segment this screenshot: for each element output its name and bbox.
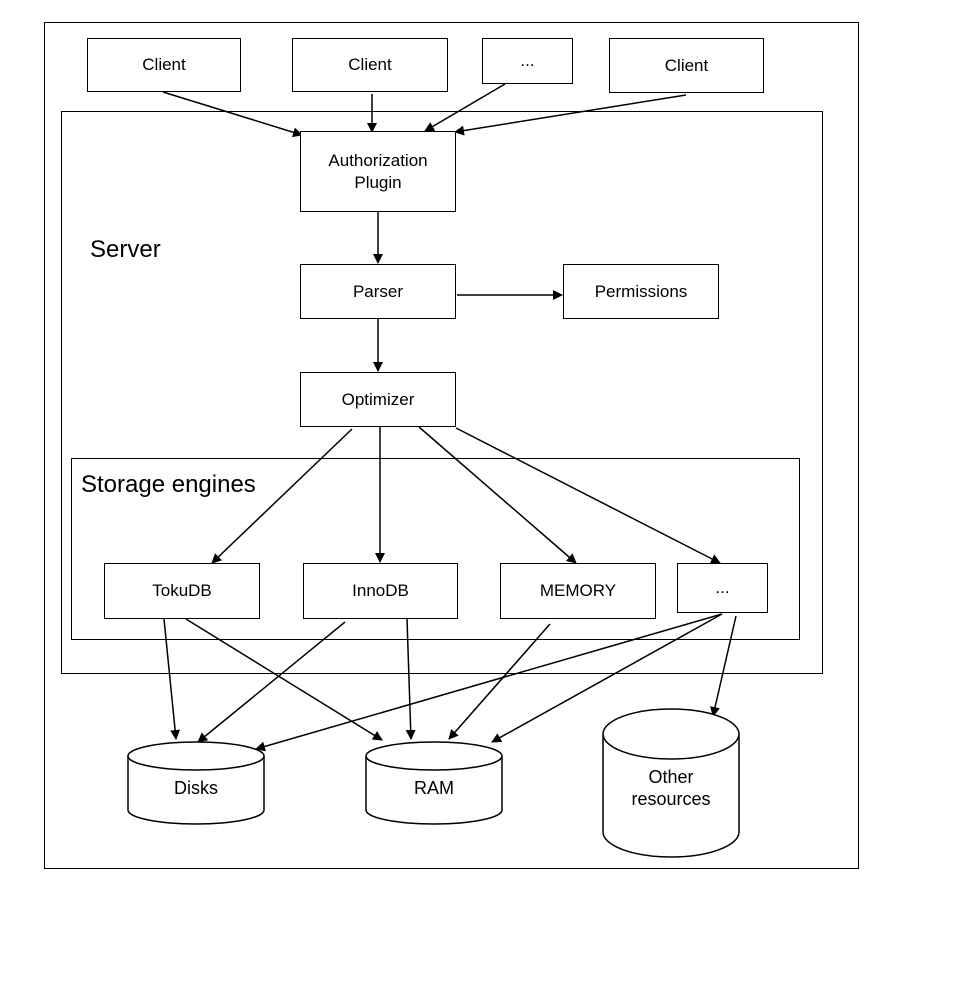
arrow-clientdots-to-auth bbox=[424, 83, 506, 132]
client-box-2: Client bbox=[292, 38, 448, 92]
arrow-enginedots-to-disks bbox=[255, 613, 723, 752]
arrow-client3-to-auth bbox=[454, 94, 687, 136]
other-resources-label-line1: Other bbox=[648, 767, 694, 787]
arrow-enginedots-to-ram bbox=[491, 613, 723, 743]
engine-ellipsis-label: ... bbox=[715, 578, 730, 597]
ram-label: RAM bbox=[414, 778, 454, 798]
permissions-label: Permissions bbox=[594, 281, 688, 301]
arrow-innodb-to-disks bbox=[197, 621, 346, 743]
client-label: Client bbox=[142, 55, 186, 74]
arrow-optimizer-to-enginedots bbox=[455, 427, 721, 564]
client-label: Client bbox=[664, 55, 709, 75]
client-box-3: Client bbox=[609, 38, 764, 93]
other-resources-label-line2: resources bbox=[631, 789, 711, 809]
optimizer-label: Optimizer bbox=[341, 389, 415, 409]
memory-box: MEMORY bbox=[500, 563, 656, 619]
authorization-plugin-label-line2: Plugin bbox=[354, 172, 402, 192]
storage-engines-label: Storage engines bbox=[81, 471, 256, 498]
client-label: Client bbox=[348, 55, 392, 74]
optimizer-box: Optimizer bbox=[300, 372, 456, 427]
disks-cylinder bbox=[127, 741, 265, 825]
innodb-label: InnoDB bbox=[352, 581, 409, 600]
parser-box: Parser bbox=[300, 264, 456, 319]
arrow-client1-to-auth bbox=[162, 91, 303, 138]
tokudb-label: TokuDB bbox=[152, 581, 212, 600]
parser-label: Parser bbox=[352, 281, 404, 301]
other-resources-label: Other resources bbox=[603, 765, 739, 811]
disks-label: Disks bbox=[174, 778, 218, 798]
arrow-innodb-to-ram bbox=[405, 618, 416, 740]
client-ellipsis-label: ... bbox=[520, 51, 535, 70]
arrow-optimizer-to-memory bbox=[418, 426, 577, 564]
permissions-box: Permissions bbox=[563, 264, 719, 319]
other-resources-cylinder bbox=[602, 708, 740, 858]
engine-ellipsis-box: ... bbox=[677, 563, 768, 613]
server-frame bbox=[61, 111, 823, 674]
storage-engines-frame bbox=[71, 458, 800, 640]
arrow-tokudb-to-disks bbox=[163, 618, 181, 740]
arrow-optimizer-to-tokudb bbox=[211, 428, 353, 564]
memory-label: MEMORY bbox=[539, 581, 617, 600]
authorization-plugin-label-line1: Authorization bbox=[328, 150, 428, 170]
arrow-tokudb-to-ram bbox=[185, 618, 383, 741]
client-box-1: Client bbox=[87, 38, 241, 92]
server-label: Server bbox=[90, 236, 161, 263]
innodb-box: InnoDB bbox=[303, 563, 458, 619]
authorization-plugin-box: Authorization Plugin bbox=[300, 131, 456, 212]
ram-cylinder bbox=[365, 741, 503, 825]
arrow-memory-to-ram bbox=[448, 623, 551, 740]
client-box-ellipsis: ... bbox=[482, 38, 573, 84]
outer-frame bbox=[44, 22, 859, 869]
tokudb-box: TokuDB bbox=[104, 563, 260, 619]
arrow-enginedots-to-other bbox=[710, 615, 737, 717]
